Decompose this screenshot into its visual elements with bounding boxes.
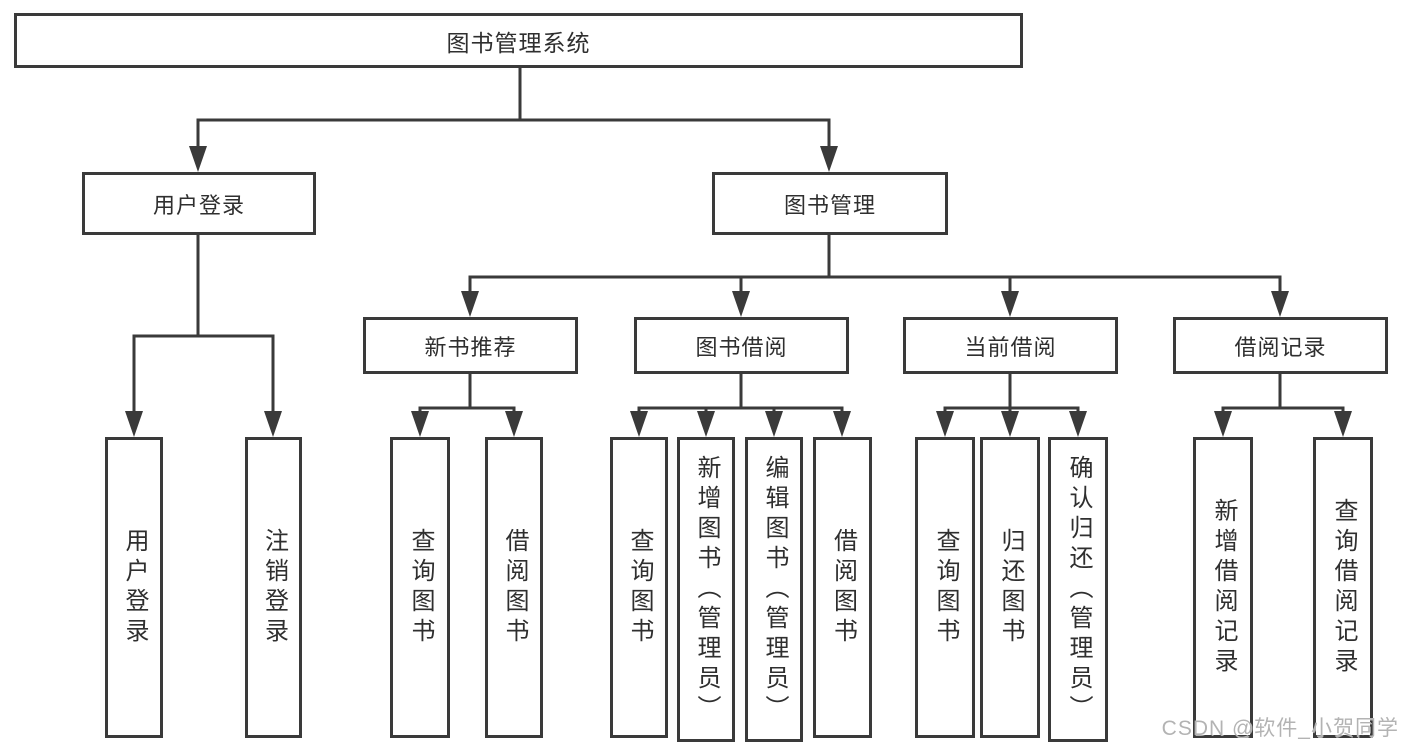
leaf-nbr-borrow-books-label: 借阅图书	[501, 527, 528, 648]
leaf-logout-label: 注销登录	[260, 527, 288, 648]
leaf-bb-borrow-books-label: 借阅图书	[829, 527, 857, 648]
leaf-br-add-record: 新增借阅记录	[1193, 437, 1253, 738]
node-borrowing-records: 借阅记录	[1173, 317, 1388, 374]
leaf-bb-borrow-books: 借阅图书	[813, 437, 872, 738]
leaf-bb-query-books-label: 查询图书	[626, 527, 653, 648]
leaf-bb-add-books-admin: 新增图书（管理员）	[677, 437, 735, 742]
leaf-nbr-query-books-label: 查询图书	[407, 527, 434, 648]
leaf-bb-edit-books-admin: 编辑图书（管理员）	[745, 437, 803, 742]
leaf-bb-add-books-admin-label: 新增图书（管理员）	[693, 454, 720, 725]
leaf-br-add-record-label: 新增借阅记录	[1210, 497, 1237, 678]
leaf-nbr-query-books: 查询图书	[390, 437, 450, 738]
leaf-cb-query-books: 查询图书	[915, 437, 975, 738]
leaf-bb-edit-books-admin-label: 编辑图书（管理员）	[761, 454, 788, 725]
leaf-cb-return-books-label: 归还图书	[997, 527, 1024, 648]
leaf-br-query-record: 查询借阅记录	[1313, 437, 1373, 738]
node-book-borrowing: 图书借阅	[634, 317, 849, 374]
leaf-nbr-borrow-books: 借阅图书	[485, 437, 543, 738]
csdn-watermark: CSDN @软件_小贺同学	[1161, 717, 1399, 740]
leaf-cb-return-books: 归还图书	[980, 437, 1040, 738]
node-user-login: 用户登录	[82, 172, 316, 235]
leaf-br-query-record-label: 查询借阅记录	[1330, 497, 1357, 678]
leaf-cb-confirm-return-admin-label: 确认归还（管理员）	[1065, 454, 1092, 725]
leaf-bb-query-books: 查询图书	[610, 437, 668, 738]
node-new-book-recommend: 新书推荐	[363, 317, 578, 374]
leaf-cb-query-books-label: 查询图书	[932, 527, 959, 648]
leaf-user-login-label: 用户登录	[121, 527, 148, 648]
leaf-logout: 注销登录	[245, 437, 302, 738]
leaf-cb-confirm-return-admin: 确认归还（管理员）	[1048, 437, 1108, 742]
node-root-system: 图书管理系统	[14, 13, 1023, 68]
node-book-management: 图书管理	[712, 172, 948, 235]
leaf-user-login: 用户登录	[105, 437, 163, 738]
node-current-borrowing: 当前借阅	[903, 317, 1118, 374]
